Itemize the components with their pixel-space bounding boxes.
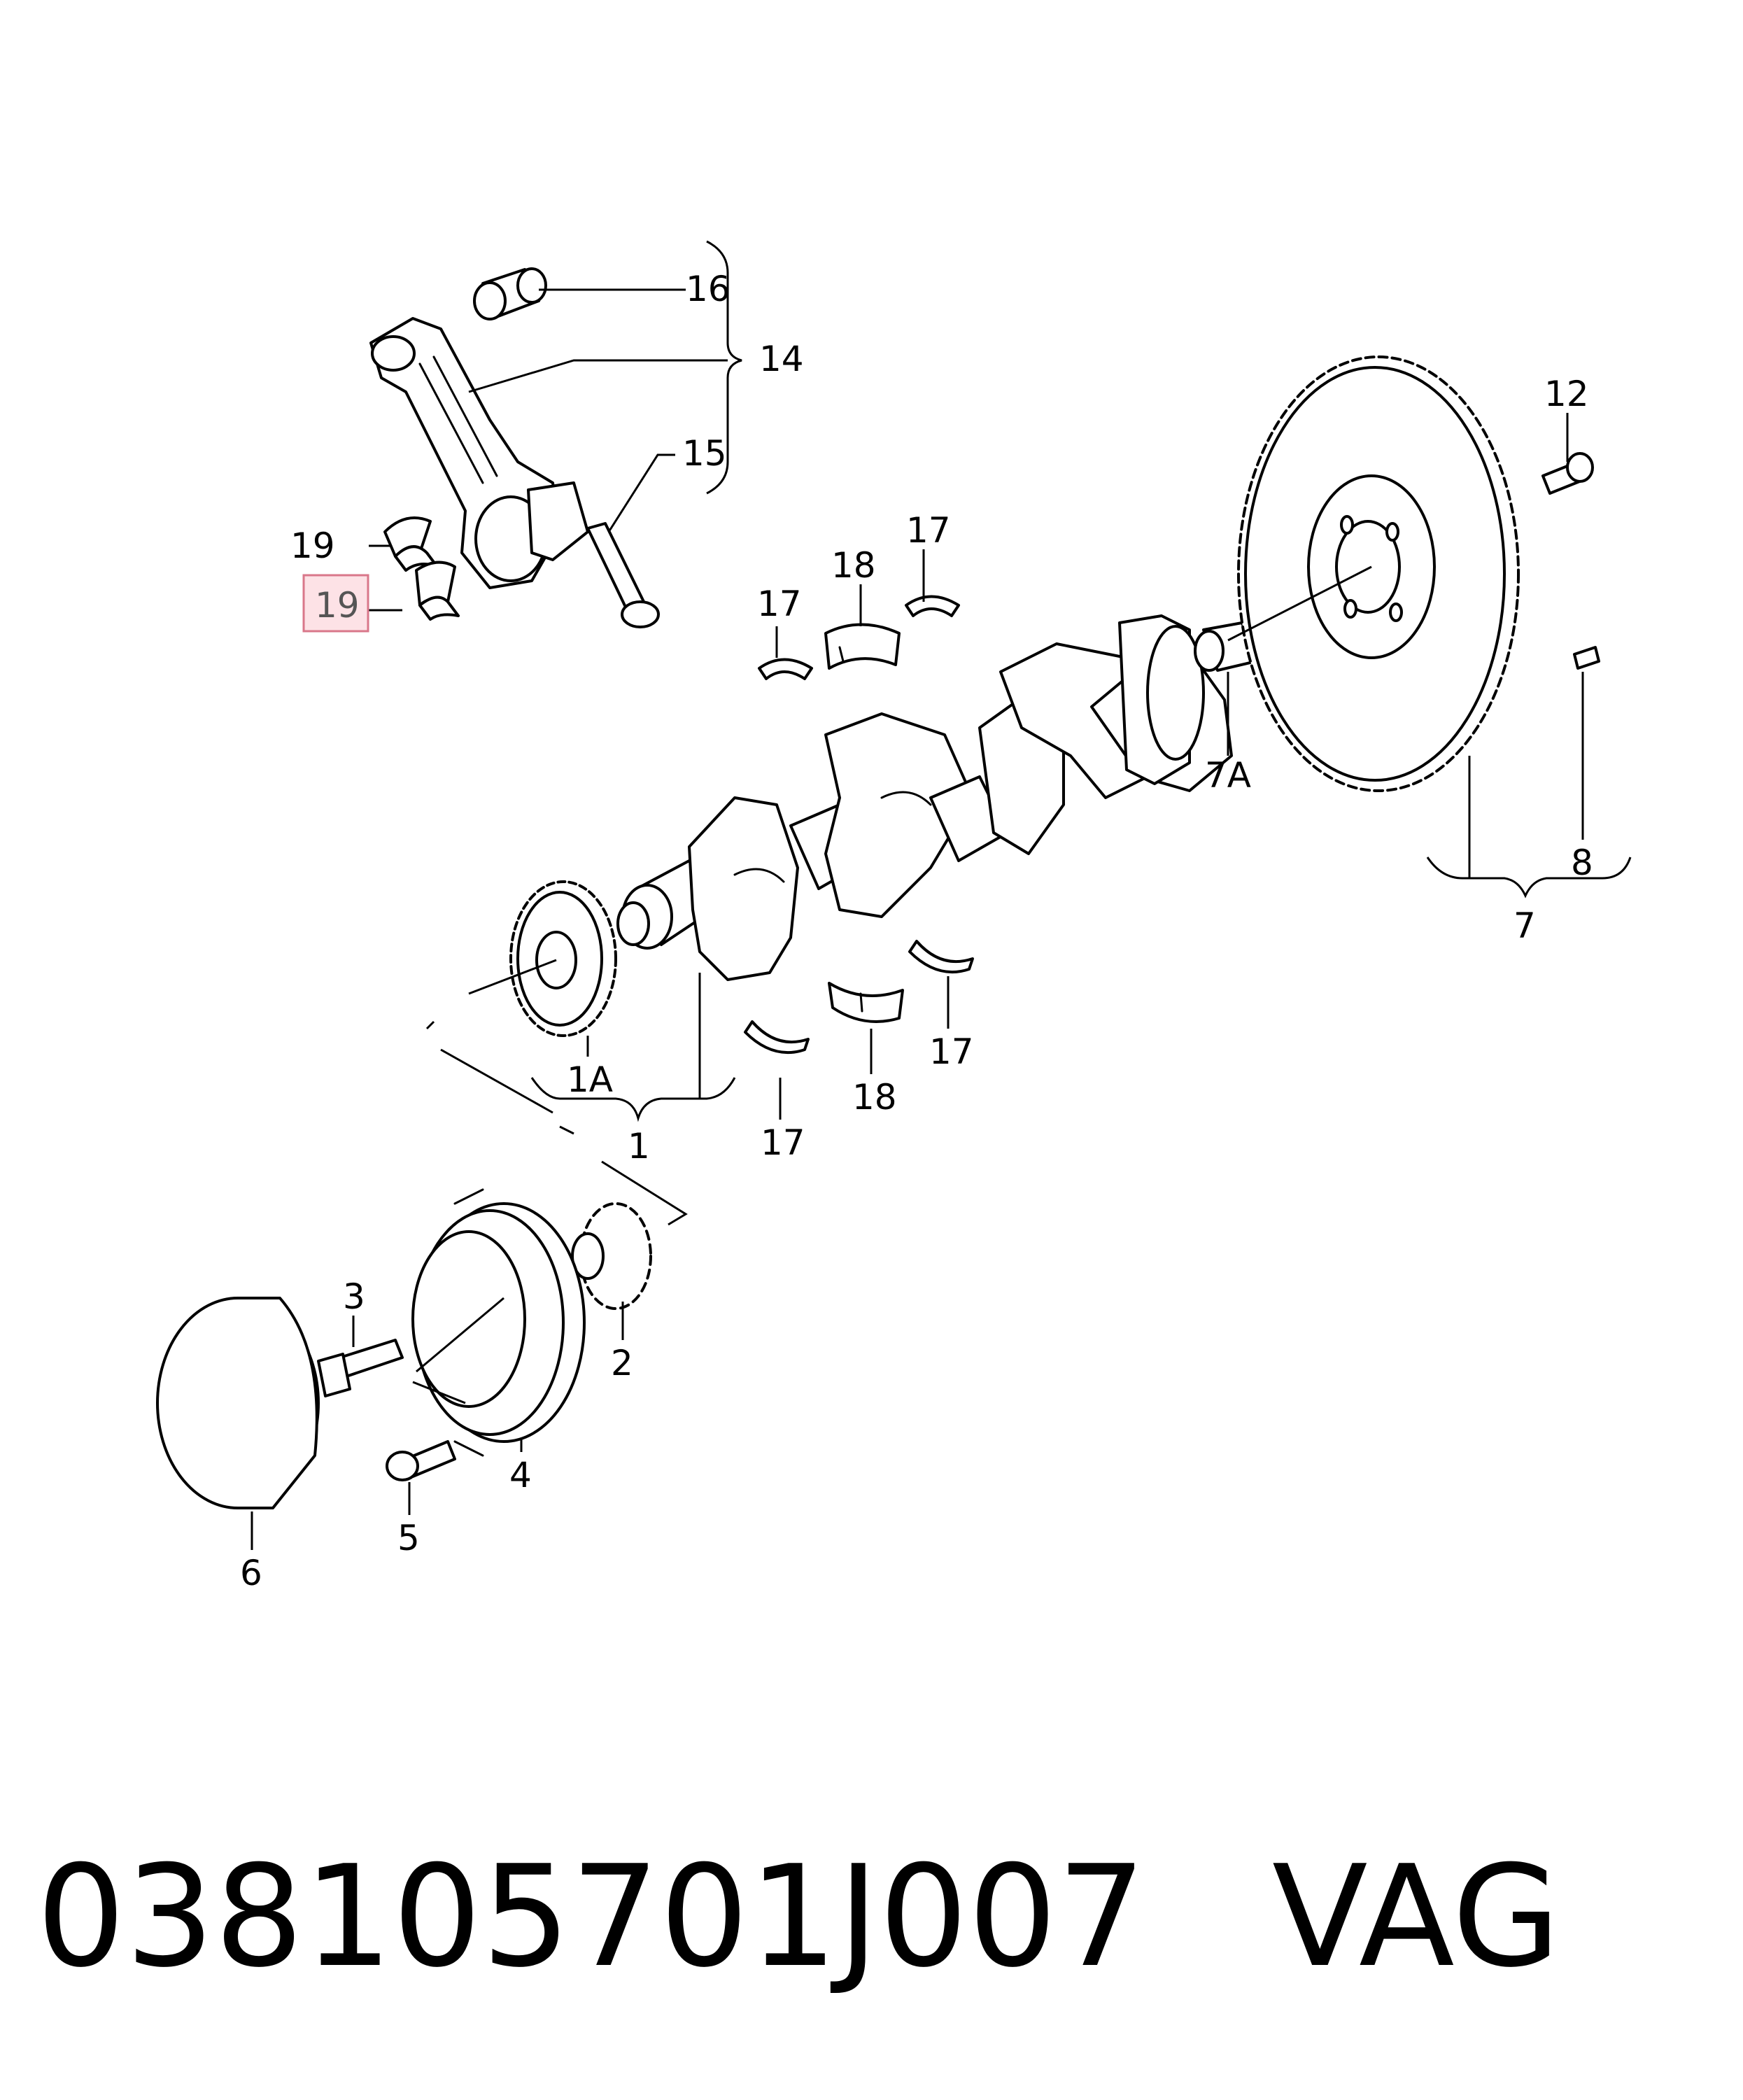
leader-lines <box>250 240 1632 1550</box>
crankshaft-timing-gear <box>509 880 617 1037</box>
conrod-bearing-shell-upper <box>383 516 439 572</box>
part-number: 038105701J007 <box>36 1835 1146 1999</box>
flywheel <box>1237 355 1520 792</box>
callout-12: 12 <box>1544 374 1589 414</box>
callout-18-top: 18 <box>831 545 876 586</box>
callout-19-upper: 19 <box>290 526 335 566</box>
thrust-washer <box>744 595 974 1055</box>
callout-1: 1 <box>628 1126 650 1167</box>
end-cover <box>156 1297 320 1509</box>
dowel-pin <box>1573 646 1600 670</box>
footer-caption: 038105701J007 VAG <box>36 1833 1560 2001</box>
callout-2: 2 <box>611 1343 633 1383</box>
callout-19-highlighted: 19 <box>315 585 360 626</box>
central-bolt <box>317 1339 404 1397</box>
callout-8: 8 <box>1571 843 1593 883</box>
brand-name: VAG <box>1271 1835 1561 1999</box>
callout-17-top-right: 17 <box>906 510 951 551</box>
highlighted-callout-box <box>302 574 369 633</box>
flywheel-bolt <box>1541 452 1594 495</box>
vibration-damper-pulley <box>411 1188 586 1457</box>
callout-15: 15 <box>682 433 727 474</box>
small-end-bushing <box>473 267 547 320</box>
crankshaft <box>616 614 1233 981</box>
callout-7: 7 <box>1513 905 1536 946</box>
connecting-rod <box>369 317 589 589</box>
callout-14: 14 <box>759 339 804 379</box>
callout-6: 6 <box>240 1553 262 1593</box>
callout-5: 5 <box>397 1518 420 1558</box>
callout-16: 16 <box>686 269 731 309</box>
crankshaft-sprocket <box>571 1202 652 1310</box>
callout-18-bottom: 18 <box>852 1077 897 1118</box>
callout-17-top-left: 17 <box>757 584 802 624</box>
callout-17-bottom-right: 17 <box>929 1031 974 1072</box>
callout-7a: 7A <box>1205 755 1251 796</box>
main-bearing-shell <box>824 623 904 1023</box>
conrod-bearing-shell-lower <box>415 561 460 621</box>
conrod-bolt <box>586 522 660 628</box>
callout-17-bottom-left: 17 <box>761 1122 805 1163</box>
callout-4: 4 <box>509 1455 532 1495</box>
callout-3: 3 <box>343 1276 365 1317</box>
damper-bolt <box>386 1440 456 1481</box>
callout-1a: 1A <box>567 1059 613 1100</box>
